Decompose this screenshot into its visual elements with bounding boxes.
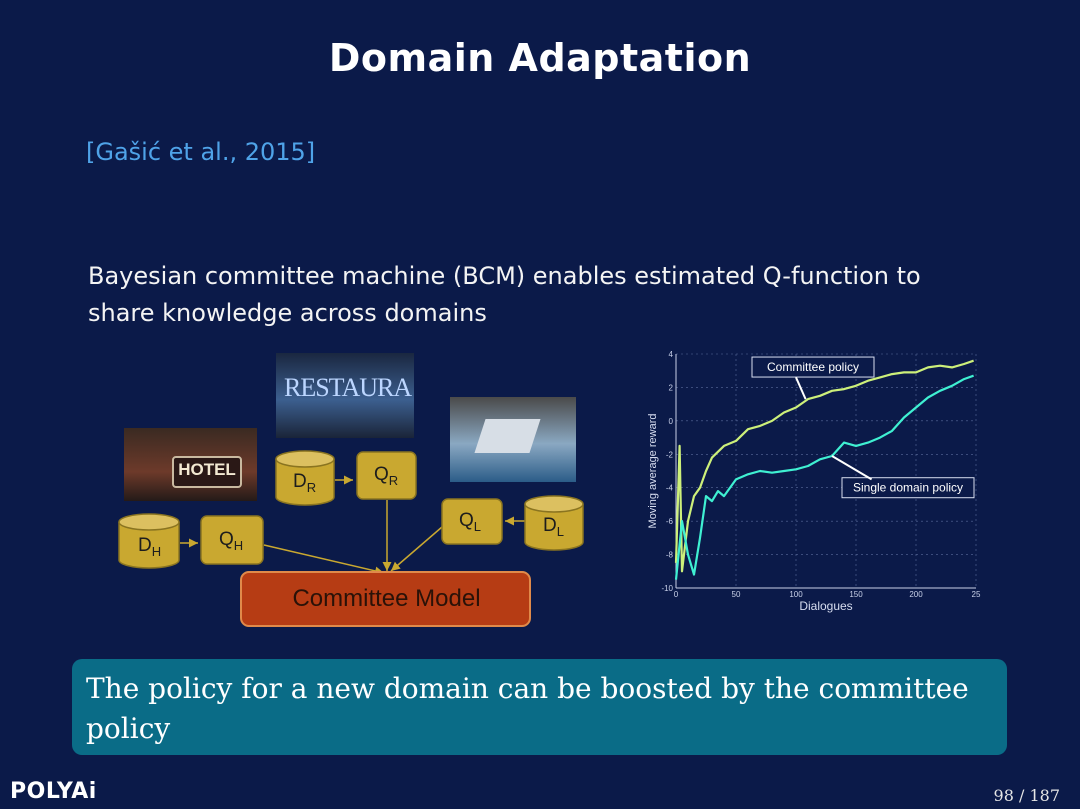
x-tick-label: 100 [789, 590, 803, 599]
restaurant-photo: RESTAURA [276, 353, 414, 438]
y-tick-label: -4 [666, 484, 674, 493]
annotation-arrow [831, 455, 873, 481]
slide-title: Domain Adaptation [328, 36, 752, 80]
d-r-node: DR [293, 471, 317, 495]
y-axis-label: Moving average reward [647, 414, 659, 529]
annotation-box [841, 477, 975, 499]
hotel-sign-text: HOTEL [178, 460, 236, 479]
y-tick-label: -10 [661, 584, 673, 593]
y-tick-label: -8 [666, 551, 674, 560]
d-h-node: DH [138, 535, 162, 559]
page-number: 98 / 187 [993, 786, 1060, 805]
y-tick-label: -2 [666, 450, 674, 459]
citation-link[interactable]: [Gašić et al., 2015] [86, 138, 316, 166]
x-axis-label: Dialogues [799, 599, 852, 613]
annotation-committee-policy: Committee policy [767, 360, 859, 374]
q-l-node: QL [459, 510, 482, 534]
laptop-photo [450, 397, 576, 482]
hotel-photo: HOTEL [124, 428, 257, 501]
restaurant-sign-text: RESTAURA [284, 373, 412, 402]
y-tick-label: 4 [669, 350, 674, 359]
y-tick-label: -6 [666, 517, 674, 526]
annotation-arrow [795, 376, 807, 400]
x-tick-label: 200 [909, 590, 923, 599]
x-tick-label: 50 [732, 590, 741, 599]
x-tick-label: 25 [972, 590, 981, 599]
annotation-box [751, 356, 875, 378]
callout-text: The policy for a new domain can be boost… [86, 672, 969, 745]
y-tick-label: 2 [669, 383, 674, 392]
y-tick-label: 0 [669, 417, 674, 426]
x-tick-label: 0 [674, 590, 679, 599]
committee-model-node: Committee Model [292, 585, 481, 612]
annotation-single-domain-policy: Single domain policy [853, 481, 963, 495]
q-h-node: QH [219, 529, 244, 553]
x-tick-label: 150 [849, 590, 863, 599]
series-line [674, 374, 974, 580]
polyai-logo: POLYAi [10, 779, 97, 804]
d-l-node: DL [543, 515, 564, 539]
q-r-node: QR [374, 464, 399, 488]
callout-box: The policy for a new domain can be boost… [72, 659, 1007, 755]
slide-body-text: Bayesian committee machine (BCM) enables… [88, 262, 921, 327]
series-line [674, 359, 974, 573]
